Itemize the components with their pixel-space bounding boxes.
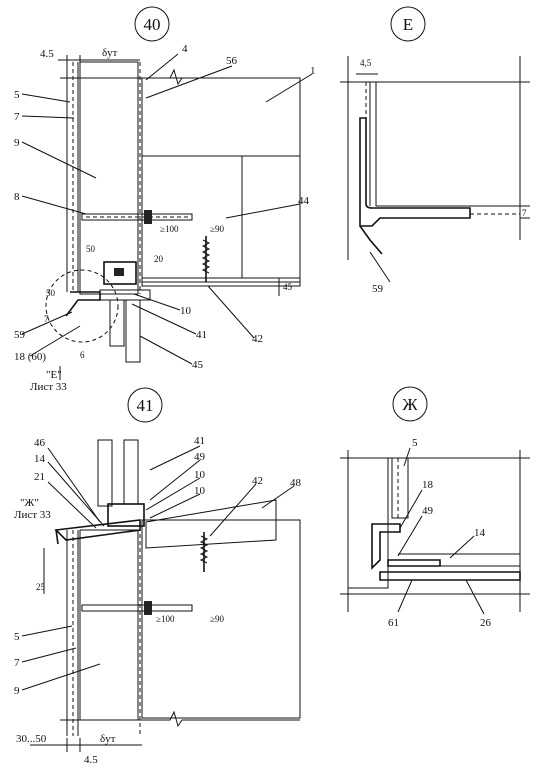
masonry-wall-41 xyxy=(141,519,301,719)
ref-Zh-49: 49 xyxy=(422,505,434,517)
sill-flashing-14 xyxy=(54,519,141,541)
ref-40-10: 10 xyxy=(180,305,192,317)
dim-40-ge100: ≥100 xyxy=(160,224,179,234)
profile-18-Zh xyxy=(371,523,401,570)
dim-41-ge100: ≥100 xyxy=(156,614,175,624)
sheet-ref-E-page: Лист 33 xyxy=(30,381,67,393)
callout-circle-41 xyxy=(127,387,163,423)
callout-41: 41 xyxy=(137,396,154,415)
flashing-26-Zh xyxy=(379,571,521,581)
ref-41-48: 48 xyxy=(290,477,302,489)
ref-41-42: 42 xyxy=(252,475,263,487)
glazing-41b xyxy=(123,439,139,505)
dim-40-50b: 50 xyxy=(46,288,56,298)
drip-profile-E xyxy=(359,117,471,227)
frame-41b xyxy=(107,503,145,527)
dim-40-45: 4.5 xyxy=(40,48,54,60)
ref-Zh-61: 61 xyxy=(388,617,399,629)
ref-40-42: 42 xyxy=(252,333,263,345)
ref-41-7: 7 xyxy=(14,657,20,669)
dim-40-dut: δут xyxy=(102,47,118,59)
dim-41-25: 25 xyxy=(36,582,46,592)
glazing-45b xyxy=(125,299,141,363)
ref-Zh-26: 26 xyxy=(480,617,492,629)
callout-Zh: Ж xyxy=(402,395,418,414)
sheet-ref-E: "Е" xyxy=(46,369,62,381)
ref-E-59: 59 xyxy=(372,283,384,295)
dim-40-45b: 45 xyxy=(283,282,293,292)
ref-40-7: 7 xyxy=(14,111,20,123)
glazing-45a xyxy=(109,299,125,347)
ref-Zh-14: 14 xyxy=(474,527,486,539)
ref-41-9: 9 xyxy=(14,685,20,697)
insulation-E xyxy=(375,81,521,207)
callout-circle-Zh xyxy=(392,386,428,422)
anchor-41 xyxy=(81,604,193,612)
dim-40-ge90: ≥90 xyxy=(210,224,224,234)
sheet-ref-Zh: "Ж" xyxy=(20,497,39,509)
ref-40-5: 5 xyxy=(14,89,20,101)
ref-40-9: 9 xyxy=(14,137,20,149)
sill-mortar xyxy=(141,277,301,287)
ref-40-44: 44 xyxy=(298,195,310,207)
callout-circle-40 xyxy=(134,6,170,42)
ref-40-41: 41 xyxy=(196,329,207,341)
dim-40-6: 6 xyxy=(80,350,85,360)
ref-41-14: 14 xyxy=(34,453,46,465)
dim-41-ge90: ≥90 xyxy=(210,614,224,624)
ref-40-18: 18 (60) xyxy=(14,351,46,363)
ref-40-59: 59 xyxy=(14,329,26,341)
ref-40-8: 8 xyxy=(14,191,20,203)
callout-E: Е xyxy=(403,15,413,34)
dim-40-20: 20 xyxy=(154,254,164,264)
dim-41-45: 4.5 xyxy=(84,754,98,766)
detail-40: 40 4.5 δут xyxy=(14,6,316,393)
dim-41-dut: δут xyxy=(100,733,116,745)
ref-40-1: 1 xyxy=(310,65,316,77)
sill-flashing-10 xyxy=(99,289,151,301)
ref-41-10b: 10 xyxy=(194,485,206,497)
drip-profile-59 xyxy=(65,291,101,317)
insulation-Zh xyxy=(347,457,389,589)
detail-E: Е 4,5 7 59 xyxy=(340,6,530,295)
board-49-Zh xyxy=(387,559,441,567)
ref-41-41: 41 xyxy=(194,435,205,447)
ref-40-4: 4 xyxy=(182,43,188,55)
ref-41-5: 5 xyxy=(14,631,20,643)
glazing-Zh xyxy=(391,457,409,519)
dim-40-7: 7 xyxy=(44,314,49,324)
dim-E-7: 7 xyxy=(522,208,527,218)
dim-41-3050: 30...50 xyxy=(16,733,47,745)
dim-40-50: 50 xyxy=(86,244,96,254)
dim-E-45: 4,5 xyxy=(360,58,372,68)
detail-41: 41 25 ≥100 ≥90 30...50 δут 4.5 xyxy=(14,387,302,766)
detail-Zh: Ж 5 18 49 14 61 26 xyxy=(340,386,530,629)
ref-Zh-5: 5 xyxy=(412,437,418,449)
ref-41-46: 46 xyxy=(34,437,46,449)
anchor-8 xyxy=(81,213,193,221)
ref-41-21: 21 xyxy=(34,471,45,483)
sheet-ref-Zh-page: Лист 33 xyxy=(14,509,51,521)
callout-40: 40 xyxy=(144,15,161,34)
glazing-41a xyxy=(97,439,113,507)
callout-circle-E xyxy=(390,6,426,42)
ref-41-10a: 10 xyxy=(194,469,206,481)
ref-40-56: 56 xyxy=(226,55,238,67)
ref-40-45: 45 xyxy=(192,359,204,371)
frame-41 xyxy=(103,261,137,285)
ref-Zh-18: 18 xyxy=(422,479,434,491)
insulation-41 xyxy=(79,529,139,721)
ref-41-49: 49 xyxy=(194,451,206,463)
detail-E-marker xyxy=(45,269,119,343)
window-board-48 xyxy=(145,499,277,549)
insulation-9 xyxy=(79,61,139,295)
